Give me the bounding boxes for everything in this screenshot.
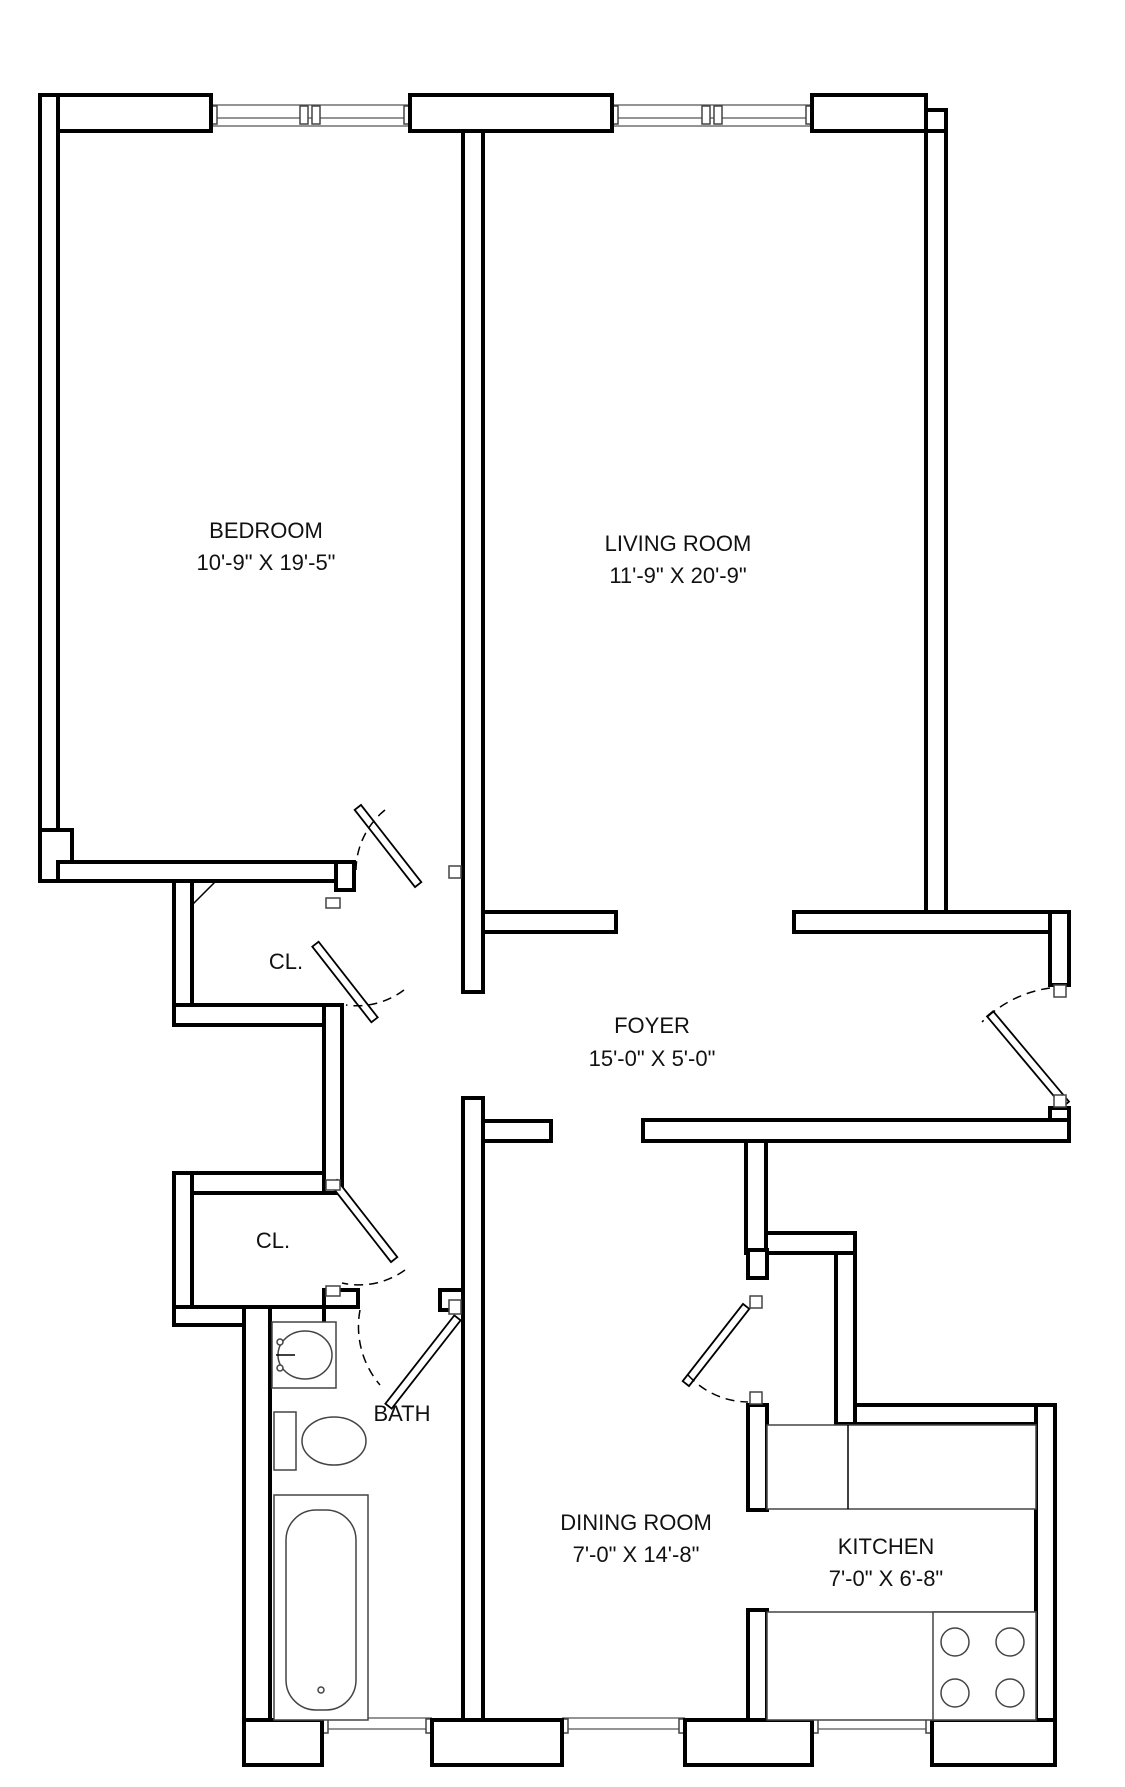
window-bedroom	[210, 104, 411, 127]
closet-lower-name: CL.	[256, 1228, 290, 1253]
kitchen-dimensions: 7'-0" X 6'-8"	[829, 1566, 944, 1591]
window-living-room	[611, 104, 813, 127]
bedroom-dimensions: 10'-9" X 19'-5"	[197, 550, 336, 575]
bath-name: BATH	[373, 1401, 430, 1426]
bedroom-name: BEDROOM	[209, 518, 323, 543]
kitchen-name: KITCHEN	[838, 1534, 935, 1559]
bath-sink	[271, 1321, 337, 1389]
bath-tub	[273, 1494, 369, 1721]
bath-toilet	[273, 1411, 367, 1471]
door-kitchen-pantry	[681, 1295, 763, 1405]
door-entry	[981, 984, 1071, 1109]
foyer-dimensions: 15'-0" X 5'-0"	[589, 1046, 716, 1071]
walls	[38, 93, 1071, 1767]
living-room-name: LIVING ROOM	[605, 531, 752, 556]
foyer-name: FOYER	[614, 1013, 690, 1038]
kitchen-counter-upper	[766, 1424, 1037, 1510]
door-closet-lower	[325, 1178, 406, 1297]
kitchen-stove	[932, 1611, 1037, 1721]
door-bedroom	[353, 803, 462, 889]
closet-chamfer	[191, 880, 336, 1005]
window-dining-room	[561, 1717, 686, 1734]
closet-upper-name: CL.	[269, 949, 303, 974]
door-closet-upper	[311, 897, 405, 1024]
living-room-dimensions: 11'-9" X 20'-9"	[609, 563, 746, 588]
dining-room-dimensions: 7'-0" X 14'-8"	[573, 1542, 700, 1567]
door-bath	[357, 1299, 462, 1410]
dining-room-name: DINING ROOM	[560, 1510, 712, 1535]
